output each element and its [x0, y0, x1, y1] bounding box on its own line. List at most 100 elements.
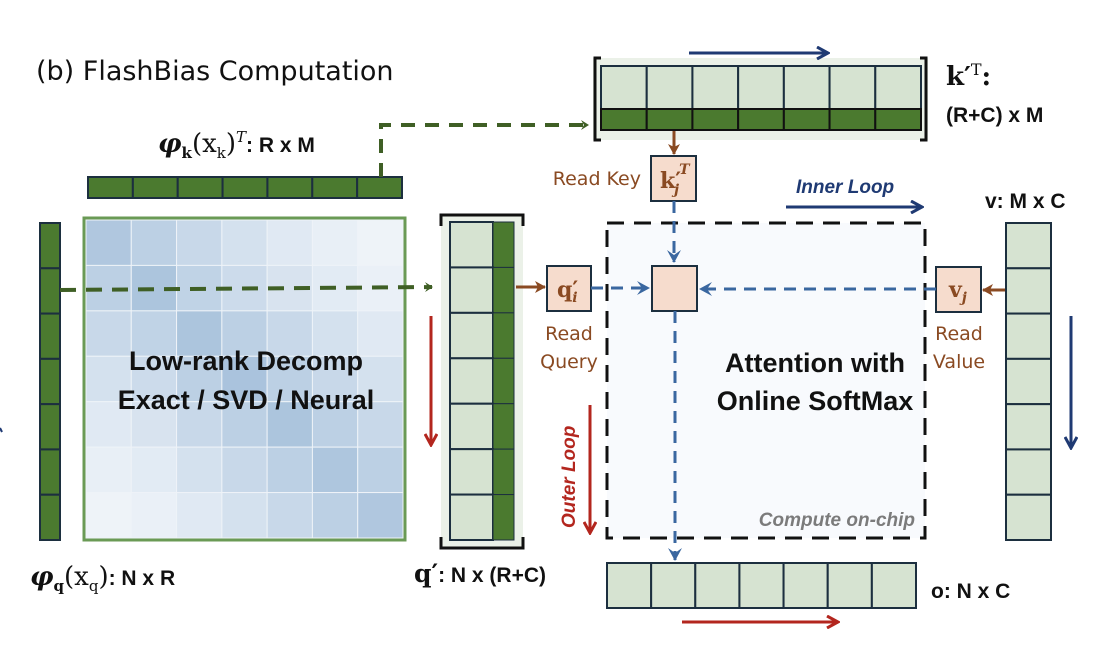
phi-q-cell [39, 403, 61, 451]
read-value-label-2: Value [933, 351, 985, 373]
phi-q-vector [39, 222, 61, 542]
compute-onchip-label: Compute on-chip [759, 510, 915, 531]
k-prime-bracket-right [920, 56, 928, 142]
k-prime-value-cell [600, 65, 648, 110]
q-prime-matrix [449, 221, 515, 542]
figure-title: (b) FlashBias Computation [36, 56, 394, 87]
phi-q-cell [39, 357, 61, 406]
q-prime-bias-cell [492, 312, 515, 359]
v-label: v: M x C [985, 190, 1066, 213]
k-prime-dims: (R+C) x M [946, 104, 1043, 127]
k-prime-bias-cell [782, 108, 831, 131]
heatmap-cell [357, 310, 404, 357]
heatmap-cell [176, 310, 223, 357]
q-i-label: q′i [557, 277, 578, 306]
q-prime-bias-cell [492, 221, 515, 268]
k-prime-bias-cell [874, 108, 922, 131]
heatmap-cell [357, 492, 404, 539]
o-cell [870, 562, 917, 609]
q-prime-value-cell [449, 311, 494, 360]
k-prime-value-cell [691, 65, 740, 110]
v-cell [1005, 222, 1052, 270]
heatmap-cell [266, 492, 313, 539]
k-prime-bias-cell [737, 108, 785, 131]
outer-loop-label: Outer Loop [559, 426, 580, 528]
heatmap-cell [266, 219, 313, 266]
k-prime-label: k′T: [946, 60, 991, 92]
phi-k-cell [356, 176, 403, 199]
o-matrix [606, 562, 917, 609]
read-query-label-1: Read [545, 323, 593, 345]
phi-k-vector [87, 176, 403, 199]
q-prime-bias-cell [492, 266, 515, 314]
k-prime-value-cell [737, 65, 785, 110]
heatmap-cell [130, 492, 178, 539]
decomp-line-2: Exact / SVD / Neural [118, 385, 375, 415]
attention-line-1: Attention with [725, 348, 905, 378]
heatmap-cell [130, 219, 178, 266]
k-prime-bracket-left [593, 56, 601, 142]
o-cell [606, 562, 653, 609]
attention-block [651, 265, 698, 312]
heatmap-cell [85, 310, 132, 357]
v-cell [1005, 493, 1052, 542]
q-prime-value-cell [449, 448, 494, 496]
k-prime-bias-cell [828, 108, 877, 131]
phi-q-cell [39, 493, 61, 542]
attention-line-2: Online SoftMax [717, 386, 914, 416]
k-prime-value-cell [828, 65, 877, 110]
v-j-label: vj [948, 277, 967, 306]
edge-mark [0, 427, 3, 433]
k-prime-bias-cell [691, 108, 740, 131]
phi-q-cell [39, 222, 61, 270]
phi-k-cell [176, 176, 224, 199]
heatmap-border [82, 216, 407, 542]
q-prime-value-cell [449, 266, 494, 314]
q-prime-bracket-bottom [439, 537, 525, 550]
q-prime-value-cell [449, 357, 494, 405]
o-cell [650, 562, 697, 609]
heatmap-cell [357, 355, 404, 403]
q-prime-value-cell [449, 402, 494, 451]
heatmap-cell [85, 446, 132, 494]
phi-q-cell [39, 312, 61, 360]
read-value-label-1: Read [935, 323, 983, 345]
phi-k-cell [221, 176, 269, 199]
phi-q-cell [39, 448, 61, 496]
q-prime-bias-cell [492, 357, 515, 405]
v-matrix [1005, 222, 1052, 542]
k-prime-matrix [600, 65, 922, 131]
heatmap-cell [221, 219, 268, 266]
o-cell [738, 562, 785, 609]
heatmap-cell [176, 219, 223, 266]
phi-k-cell [266, 176, 314, 199]
heatmap-cell [221, 446, 268, 494]
heatmap-cell [266, 401, 313, 448]
read-query-label-2: Query [540, 351, 598, 373]
k-prime-value-cell [782, 65, 831, 110]
q-prime-value-cell [449, 221, 494, 269]
v-cell [1005, 312, 1052, 360]
heatmap-cell [85, 401, 132, 448]
k-prime-bias-cell [600, 108, 648, 131]
v-cell [1005, 403, 1052, 451]
heatmap-cell [176, 446, 223, 494]
v-cell [1005, 357, 1052, 406]
heatmap-cell [311, 492, 359, 539]
phi-q-cell [39, 267, 61, 315]
heatmap-cell [130, 446, 178, 494]
heatmap-cell [266, 355, 313, 403]
k-prime-value-cell [645, 65, 694, 110]
heatmap-cell [221, 492, 268, 539]
heatmap-cell [221, 310, 268, 357]
heatmap-cell [311, 355, 359, 403]
k-prime-bias-cell [645, 108, 694, 131]
v-cell [1005, 448, 1052, 496]
low-rank-heatmap [85, 219, 404, 539]
q-prime-bias-cell [492, 403, 515, 450]
phi-k-to-k-prime-arrow [379, 120, 589, 177]
read-key-label: Read Key [553, 168, 641, 190]
heatmap-cell [311, 219, 359, 266]
q-prime-bias-cell [492, 448, 515, 496]
